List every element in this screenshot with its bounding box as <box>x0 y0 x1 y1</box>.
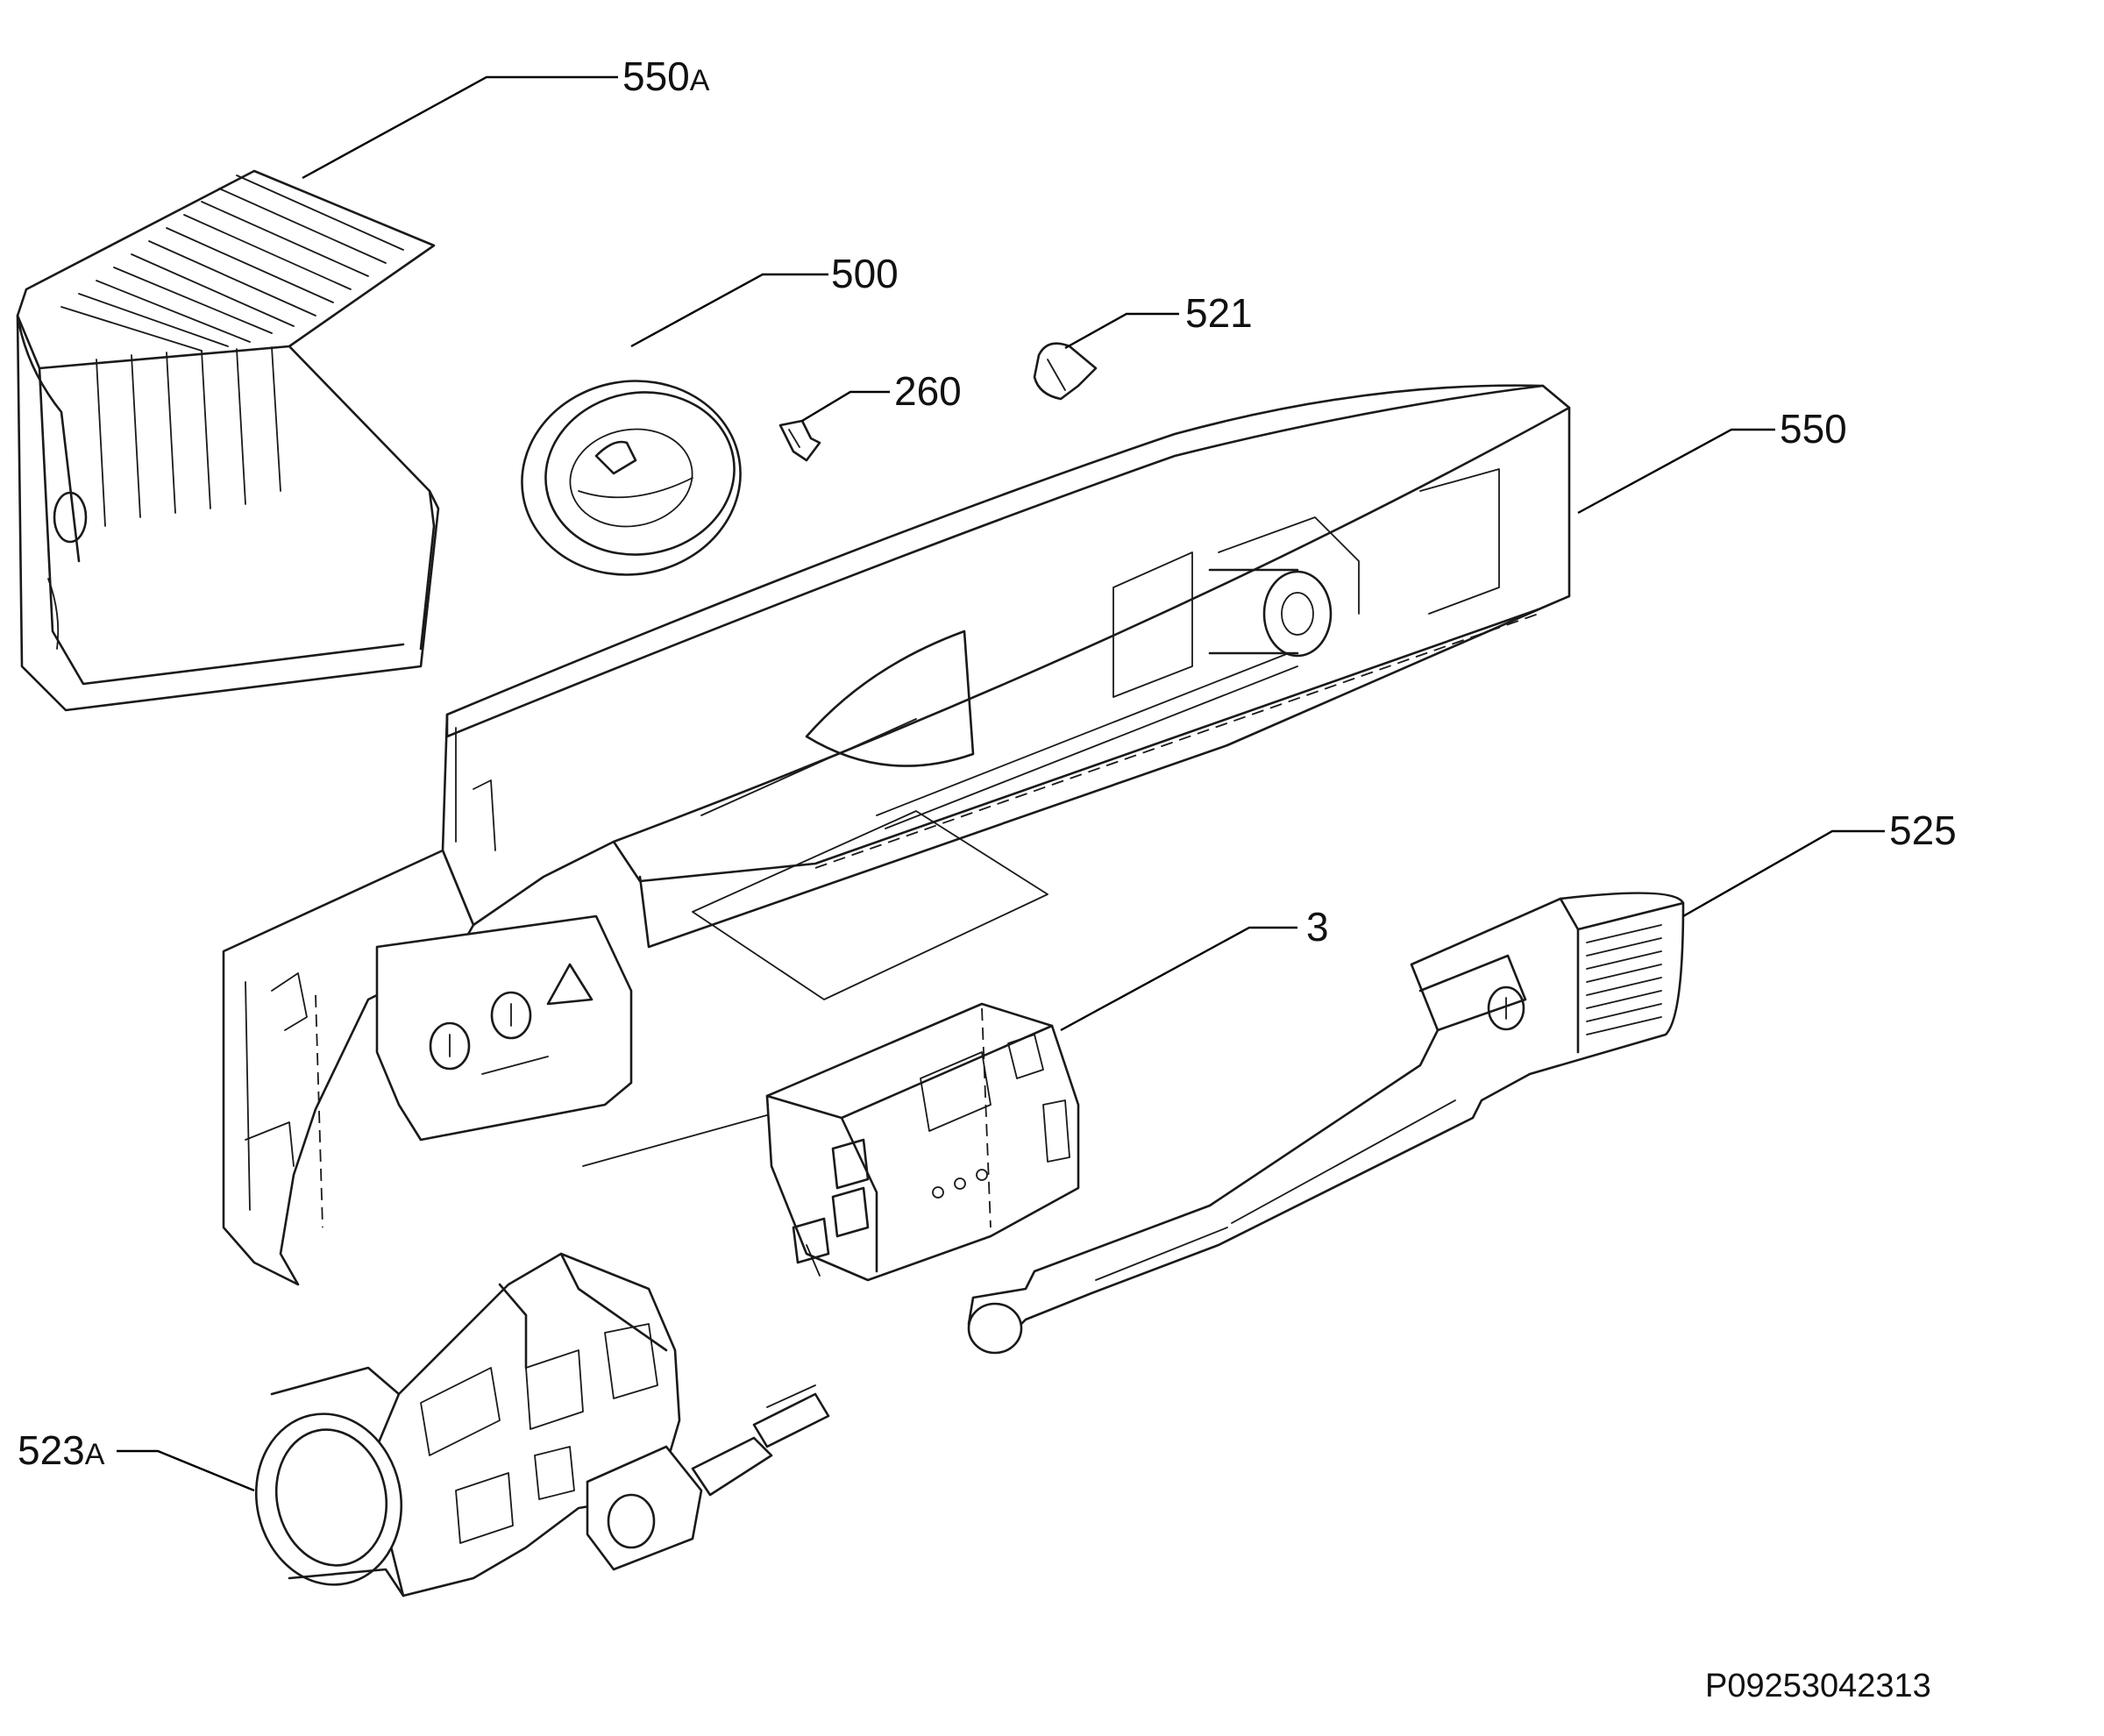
leader-3 <box>1060 926 1297 1032</box>
leader-550a <box>302 75 618 180</box>
leader-500 <box>630 273 828 348</box>
leader-550 <box>1577 428 1775 515</box>
callout-550a: 550A <box>622 53 710 99</box>
part-525-sensor-holder[interactable] <box>967 892 1685 1355</box>
callout-500: 500 <box>831 251 899 296</box>
callout-3: 3 <box>1306 904 1329 950</box>
callout-550: 550 <box>1780 406 1847 452</box>
drawing-code: P09253042313 <box>1705 1668 1931 1704</box>
part-523a-lamp-assembly[interactable] <box>240 1252 830 1598</box>
callout-525: 525 <box>1889 808 1957 853</box>
leader-260 <box>801 390 890 423</box>
leader-525 <box>1682 829 1885 918</box>
leader-lines <box>117 75 1885 1492</box>
part-550a-grille-cover[interactable] <box>16 169 440 712</box>
part-3-thermostat[interactable] <box>765 1002 1080 1282</box>
part-500-knob[interactable] <box>507 364 756 592</box>
callout-521: 521 <box>1185 290 1253 336</box>
part-550-control-housing[interactable] <box>222 384 1571 1286</box>
callout-523a: 523A <box>18 1427 105 1473</box>
part-521-lamp-cap[interactable] <box>1033 342 1098 401</box>
part-260-clip[interactable] <box>778 419 821 462</box>
leader-523a <box>117 1449 255 1492</box>
callout-labels: 550A 500 521 260 550 525 3 523A <box>18 53 1957 1473</box>
leader-521 <box>1064 312 1179 350</box>
callout-260: 260 <box>894 368 962 414</box>
